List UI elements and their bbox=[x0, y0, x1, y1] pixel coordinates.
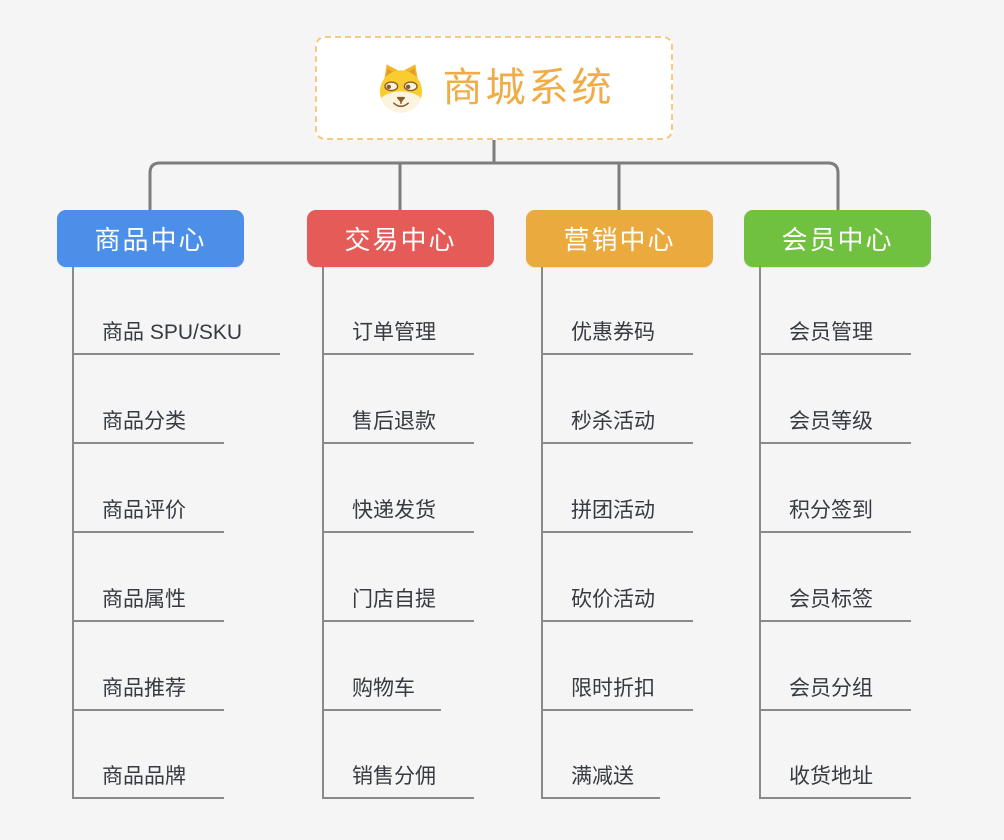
branch-vertical-line bbox=[72, 267, 74, 799]
branch-column-products: 商品中心 商品 SPU/SKU 商品分类 商品评价 商品属性 商品推荐 商品品牌 bbox=[57, 210, 281, 830]
branch-vertical-line bbox=[322, 267, 324, 799]
branch-vertical-line bbox=[759, 267, 761, 799]
leaf-node[interactable]: 秒杀活动 bbox=[541, 409, 693, 444]
dog-face-icon bbox=[379, 64, 422, 113]
leaf-node[interactable]: 商品品牌 bbox=[72, 764, 224, 799]
leaf-node[interactable]: 优惠券码 bbox=[541, 320, 693, 355]
leaf-node[interactable]: 收货地址 bbox=[759, 764, 911, 799]
leaf-node[interactable]: 会员等级 bbox=[759, 409, 911, 444]
leaf-node[interactable]: 售后退款 bbox=[322, 409, 474, 444]
leaf-node[interactable]: 销售分佣 bbox=[322, 764, 474, 799]
branch-node-products[interactable]: 商品中心 bbox=[57, 210, 244, 267]
leaf-node[interactable]: 商品 SPU/SKU bbox=[72, 320, 281, 355]
branch-items: 优惠券码 秒杀活动 拼团活动 砍价活动 限时折扣 满减送 bbox=[526, 210, 713, 830]
leaf-node[interactable]: 拼团活动 bbox=[541, 498, 693, 533]
leaf-node[interactable]: 限时折扣 bbox=[541, 676, 693, 711]
branch-vertical-line bbox=[541, 267, 543, 799]
root-node[interactable]: 商城系统 bbox=[315, 36, 673, 140]
leaf-node[interactable]: 商品属性 bbox=[72, 587, 224, 622]
leaf-node[interactable]: 商品评价 bbox=[72, 498, 224, 533]
leaf-node[interactable]: 会员标签 bbox=[759, 587, 911, 622]
branch-column-members: 会员中心 会员管理 会员等级 积分签到 会员标签 会员分组 收货地址 bbox=[744, 210, 931, 830]
branch-items: 订单管理 售后退款 快递发货 门店自提 购物车 销售分佣 bbox=[307, 210, 494, 830]
leaf-node[interactable]: 订单管理 bbox=[322, 320, 474, 355]
leaf-node[interactable]: 满减送 bbox=[541, 764, 660, 799]
leaf-node[interactable]: 购物车 bbox=[322, 676, 441, 711]
branch-node-members[interactable]: 会员中心 bbox=[744, 210, 931, 267]
branch-node-marketing[interactable]: 营销中心 bbox=[526, 210, 713, 267]
leaf-node[interactable]: 会员分组 bbox=[759, 676, 911, 711]
leaf-node[interactable]: 商品推荐 bbox=[72, 676, 224, 711]
leaf-node[interactable]: 快递发货 bbox=[322, 498, 474, 533]
branch-items: 会员管理 会员等级 积分签到 会员标签 会员分组 收货地址 bbox=[744, 210, 931, 830]
leaf-node[interactable]: 砍价活动 bbox=[541, 587, 693, 622]
branch-node-trade[interactable]: 交易中心 bbox=[307, 210, 494, 267]
branch-column-trade: 交易中心 订单管理 售后退款 快递发货 门店自提 购物车 销售分佣 bbox=[307, 210, 494, 830]
leaf-node[interactable]: 积分签到 bbox=[759, 498, 911, 533]
branch-items: 商品 SPU/SKU 商品分类 商品评价 商品属性 商品推荐 商品品牌 bbox=[57, 210, 281, 830]
leaf-node[interactable]: 门店自提 bbox=[322, 587, 474, 622]
leaf-node[interactable]: 会员管理 bbox=[759, 320, 911, 355]
branch-column-marketing: 营销中心 优惠券码 秒杀活动 拼团活动 砍价活动 限时折扣 满减送 bbox=[526, 210, 713, 830]
root-title: 商城系统 bbox=[442, 66, 615, 110]
leaf-node[interactable]: 商品分类 bbox=[72, 409, 224, 444]
